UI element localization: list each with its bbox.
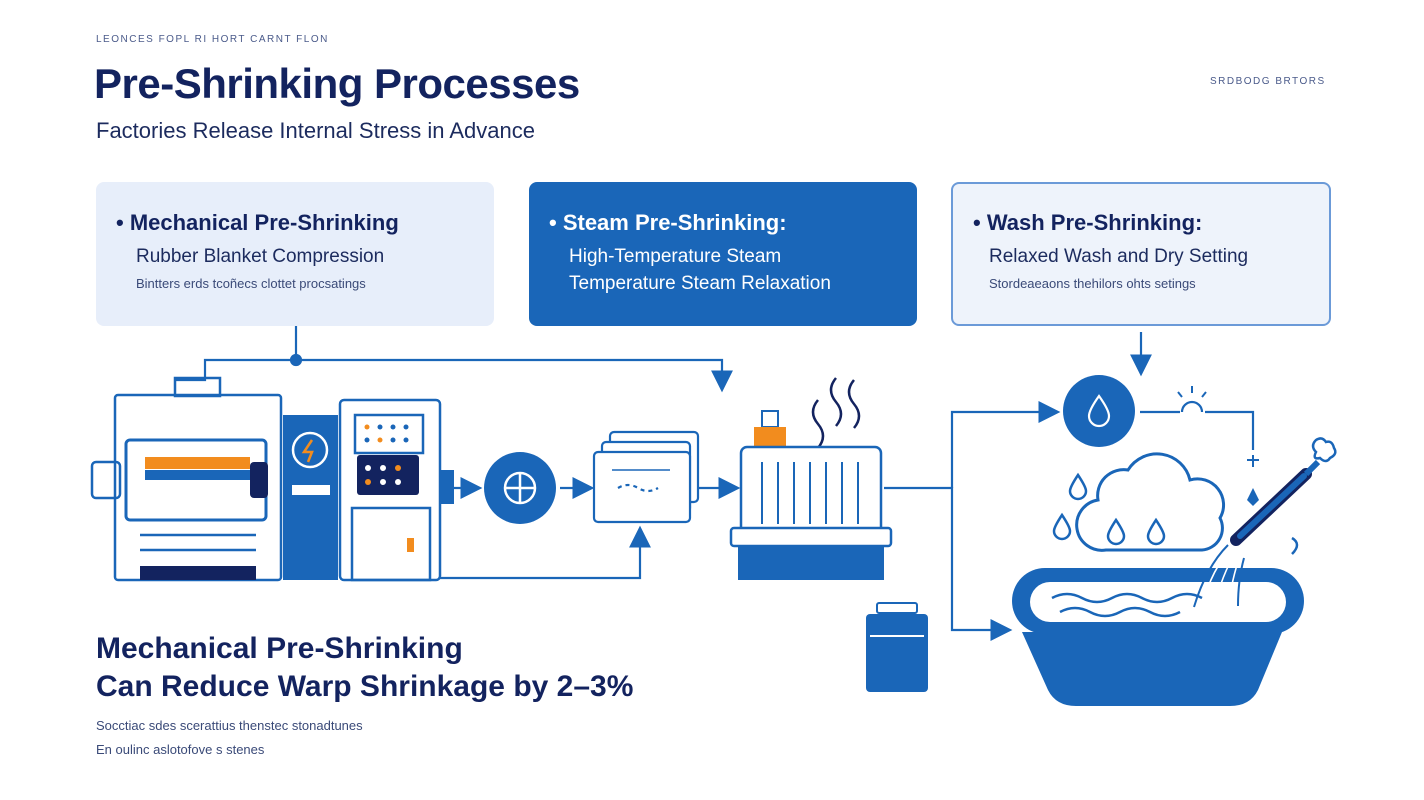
card-heading: • Wash Pre-Shrinking: <box>973 210 1203 235</box>
card-mechanical: • Mechanical Pre-Shrinking Rubber Blanke… <box>96 182 494 326</box>
card-line-2: Temperature Steam Relaxation <box>569 273 831 294</box>
connector-line <box>296 358 733 393</box>
eyebrow-text: LEONCES FOPL RI HORT CARNT FLON <box>96 34 329 45</box>
card-detail: Stordeaeaons thehilors ohts setings <box>989 276 1196 291</box>
card-heading: • Mechanical Pre-Shrinking <box>116 210 399 235</box>
page-subtitle: Factories Release Internal Stress in Adv… <box>96 118 536 143</box>
connector-line <box>884 486 1013 641</box>
crosshair-icon <box>484 452 556 524</box>
stat-line: Can Reduce Warp Shrinkage by 2–3% <box>96 670 634 703</box>
wash-tub-icon <box>1012 452 1304 706</box>
stat-line: Mechanical Pre-Shrinking <box>96 632 463 665</box>
footnote: En oulinc aslotofove s stenes <box>96 742 265 757</box>
card-line: Relaxed Wash and Dry Setting <box>989 246 1249 267</box>
connector-line <box>175 326 298 382</box>
press-machine-icon <box>90 376 454 582</box>
card-steam: • Steam Pre-Shrinking: High-Temperature … <box>529 182 917 326</box>
water-drop-icon <box>1063 375 1259 506</box>
corner-tag: SRDBODG BRTORS <box>1210 76 1326 87</box>
card-line: High-Temperature Steam <box>569 246 782 267</box>
card-detail: Bintters erds tcoñecs clottet procsating… <box>136 276 366 291</box>
bottle-icon <box>866 602 928 692</box>
control-lights <box>364 424 409 485</box>
card-wash: • Wash Pre-Shrinking: Relaxed Wash and D… <box>951 182 1331 326</box>
page-title: Pre-Shrinking Processes <box>94 60 580 107</box>
fabric-panel-icon <box>592 430 700 524</box>
steam-box-icon <box>729 377 893 580</box>
footnote: Socctiac sdes scerattius thenstec stonad… <box>96 718 363 733</box>
brush-icon <box>1193 437 1337 609</box>
card-heading: • Steam Pre-Shrinking: <box>549 210 787 235</box>
connector-line <box>950 401 1061 488</box>
stat-callout: Mechanical Pre-Shrinking Can Reduce Warp… <box>96 630 633 706</box>
connector-line <box>1205 410 1255 450</box>
card-line: Rubber Blanket Compression <box>136 246 385 267</box>
connector-line <box>440 525 651 580</box>
